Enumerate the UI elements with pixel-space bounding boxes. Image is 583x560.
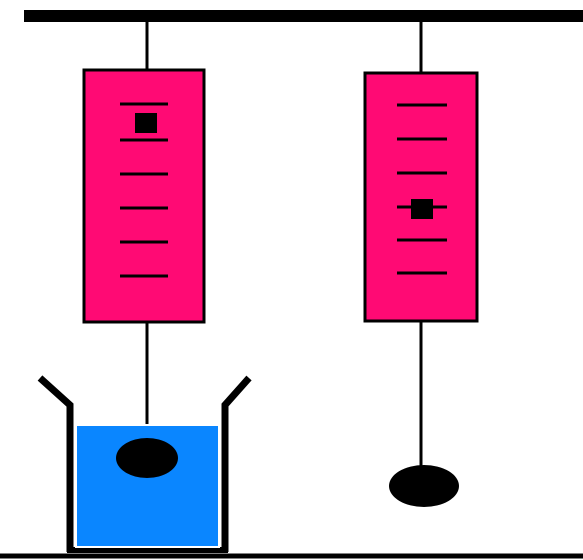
left-scale-body [82, 68, 206, 324]
hanging-weight [389, 465, 459, 507]
left-scale-ticks [120, 102, 168, 278]
ceiling-bar [24, 10, 583, 22]
right-spring-scale [363, 22, 479, 468]
right-scale-ticks [397, 103, 447, 275]
water-beaker [37, 375, 252, 553]
right-scale-indicator [411, 199, 433, 219]
beaker-right-wall [221, 375, 252, 552]
left-spring-scale [82, 22, 206, 440]
left-scale-indicator [135, 113, 157, 133]
beaker-left-wall [37, 375, 74, 552]
submerged-weight [116, 438, 178, 478]
right-scale-body [363, 71, 479, 323]
water-outline [75, 424, 220, 548]
